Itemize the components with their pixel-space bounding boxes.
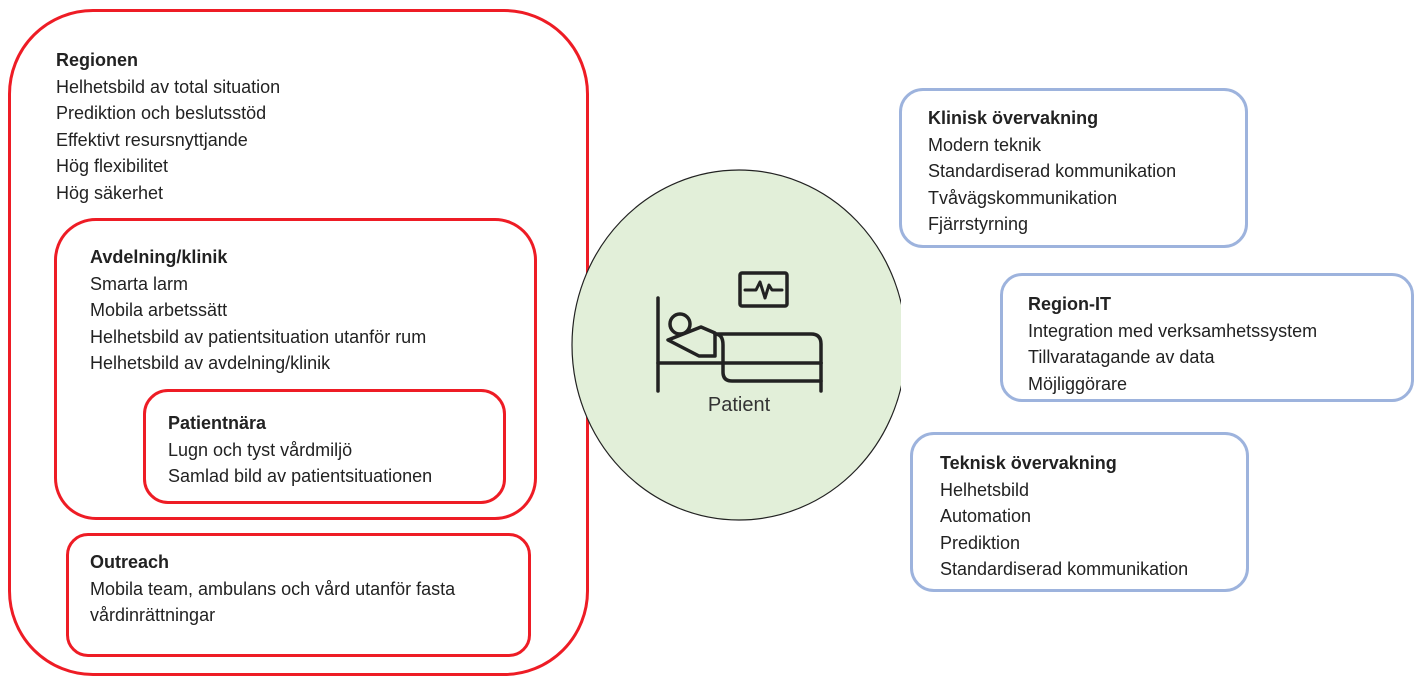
- klinisk-text: Klinisk övervakning Modern teknik Standa…: [928, 105, 1176, 238]
- avdelning-item: Smarta larm: [90, 273, 189, 294]
- avdelning-title: Avdelning/klinik: [90, 247, 228, 267]
- outreach-item: vårdinrättningar: [90, 605, 216, 625]
- regionen-item: Hög säkerhet: [56, 182, 164, 203]
- avdelning-item: Mobila arbetssätt: [90, 300, 228, 320]
- regionen-item: Effektivt resursnyttjande: [56, 129, 248, 150]
- patientnara-item: Lugn och tyst vårdmiljö: [168, 439, 353, 460]
- regionit-item: Integration med verksamhetssystem: [1028, 320, 1318, 341]
- teknisk-text: Teknisk övervakning Helhetsbild Automati…: [940, 450, 1188, 583]
- outreach-box: [66, 533, 531, 657]
- klinisk-box: [899, 88, 1248, 248]
- hospital-bed-patient-icon: [656, 271, 823, 393]
- regionit-item: Tillvaratagande av data: [1028, 347, 1215, 367]
- patientnara-item: Samlad bild av patientsituationen: [168, 466, 433, 486]
- klinisk-item: Standardiserad kommunikation: [928, 161, 1177, 181]
- teknisk-item: Standardiserad kommunikation: [940, 559, 1189, 579]
- regionen-title: Regionen: [56, 50, 139, 70]
- avdelning-item: Helhetsbild av avdelning/klinik: [90, 353, 331, 373]
- avdelning-item: Helhetsbild av patientsituation utanför …: [90, 326, 427, 347]
- regionit-item: Möjliggörare: [1028, 373, 1128, 394]
- teknisk-item: Prediktion: [940, 532, 1021, 553]
- avdelning-box: [54, 218, 537, 520]
- avdelning-text: Avdelning/klinik Smarta larm Mobila arbe…: [90, 244, 426, 377]
- regionen-item: Helhetsbild av total situation: [56, 76, 281, 97]
- teknisk-box: [910, 432, 1249, 592]
- patientnara-box: [143, 389, 506, 504]
- klinisk-item: Tvåvägskommunikation: [928, 187, 1118, 208]
- patientnara-text: Patientnära Lugn och tyst vårdmiljö Saml…: [168, 410, 432, 490]
- outreach-title: Outreach: [90, 552, 170, 572]
- patientnara-title: Patientnära: [168, 413, 267, 433]
- klinisk-item: Modern teknik: [928, 134, 1042, 155]
- outreach-item: Mobila team, ambulans och vård utanför f…: [90, 578, 456, 599]
- patient-circle: [571, 169, 901, 521]
- patient-label: Patient: [707, 394, 771, 416]
- teknisk-item: Automation: [940, 506, 1032, 526]
- regionit-text: Region-IT Integration med verksamhetssys…: [1028, 291, 1317, 397]
- regionit-box: [1000, 273, 1414, 402]
- klinisk-item: Fjärrstyrning: [928, 214, 1029, 234]
- teknisk-title: Teknisk övervakning: [940, 453, 1117, 473]
- outreach-text: Outreach Mobila team, ambulans och vård …: [90, 549, 455, 629]
- regionen-item: Hög flexibilitet: [56, 156, 169, 176]
- regionen-item: Prediktion och beslutsstöd: [56, 103, 267, 123]
- teknisk-item: Helhetsbild: [940, 479, 1030, 500]
- regionit-title: Region-IT: [1028, 294, 1111, 314]
- patient-diagram: [571, 169, 901, 521]
- klinisk-title: Klinisk övervakning: [928, 108, 1099, 128]
- regionen-text: Regionen Helhetsbild av total situation …: [56, 47, 280, 206]
